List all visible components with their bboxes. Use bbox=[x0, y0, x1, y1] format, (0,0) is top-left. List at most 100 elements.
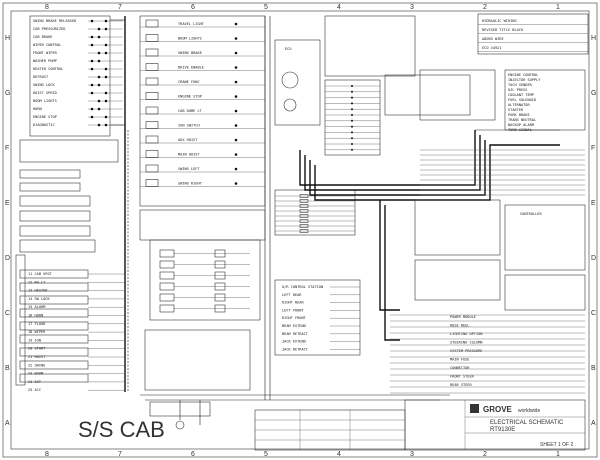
left-wire-label: 11 CAB SPOT bbox=[28, 272, 53, 276]
splice-dot bbox=[234, 95, 238, 98]
grid-column-label: 3 bbox=[410, 451, 414, 458]
splice-dot bbox=[234, 109, 238, 113]
contact-dot bbox=[104, 75, 108, 79]
relay-symbol bbox=[145, 164, 159, 173]
switch-contact-dots bbox=[88, 19, 123, 127]
relay-symbol bbox=[145, 92, 159, 100]
right-horizontal-wires bbox=[390, 149, 585, 394]
connector-pin bbox=[351, 143, 353, 145]
switch-label: WASHER PUMP bbox=[33, 59, 57, 63]
sheet-number: SHEET 1 OF 2 bbox=[540, 442, 573, 448]
contact-dot bbox=[97, 107, 101, 111]
controller-label: CONTROLLER bbox=[520, 212, 542, 216]
contact-dot bbox=[97, 27, 101, 31]
fuse-symbol bbox=[299, 204, 309, 208]
contact-dot bbox=[104, 51, 108, 55]
left-wire-label: 15 ALARM bbox=[28, 305, 46, 309]
right-lower-wire-label: STEERING COLUMN bbox=[450, 341, 482, 345]
revision-note: REVISED TITLE BLOCK bbox=[482, 28, 524, 32]
contact-dot bbox=[90, 67, 94, 71]
connector-pin bbox=[351, 148, 353, 151]
grid-row-label: E bbox=[591, 200, 596, 207]
grid-row-label: H bbox=[591, 35, 596, 42]
right-lower-wire-label: LIGHTING OPTION bbox=[450, 332, 482, 336]
center-wire-label: BOOM LIGHTS bbox=[178, 37, 202, 41]
ecu-box bbox=[274, 39, 321, 126]
relay-lower-symbols bbox=[159, 249, 250, 313]
grid-column-label: 4 bbox=[337, 451, 341, 458]
controller-box-1 bbox=[414, 199, 501, 256]
grid-column-label: 2 bbox=[483, 451, 487, 458]
right-wire-label: COOLANT TEMP bbox=[508, 93, 534, 97]
right-lower-wire-label: HOSE REEL bbox=[450, 324, 469, 328]
contact-dot bbox=[104, 115, 108, 119]
splice-dot bbox=[234, 51, 238, 55]
switch-label: WIPER CONTROL bbox=[33, 43, 61, 47]
contact-dot bbox=[90, 91, 94, 95]
main-harness bbox=[140, 129, 560, 401]
contact-dot bbox=[104, 123, 108, 127]
relay-symbol bbox=[159, 249, 175, 258]
fuse-symbol bbox=[299, 214, 309, 218]
left-wire-label: 16 HORN bbox=[28, 314, 43, 318]
right-wire-label: BACKUP ALARM bbox=[508, 123, 535, 127]
outrigger-wire-label: JACK RETRACT bbox=[282, 347, 309, 351]
doc-title-line-2: RT9130E bbox=[490, 427, 515, 433]
relay-symbol bbox=[159, 271, 175, 280]
grid-row-label: G bbox=[591, 90, 596, 97]
right-lower-wire-label: CONNECTOR bbox=[450, 366, 470, 370]
contact-dot bbox=[104, 67, 108, 71]
controller-box-2 bbox=[504, 204, 586, 271]
contact-dot bbox=[90, 59, 94, 63]
outrigger-wire-label: BEAM EXTEND bbox=[282, 324, 306, 328]
center-wire-label: SWING LEFT bbox=[178, 167, 200, 171]
switch-label: SWING BRAKE RELEASED bbox=[33, 19, 76, 23]
grid-column-label: 8 bbox=[45, 4, 49, 11]
left-wire-label: 21 HOIST bbox=[28, 355, 46, 359]
outrigger-wire-label: LEFT FRONT bbox=[282, 308, 304, 312]
relay-symbol bbox=[145, 77, 159, 86]
contact-dot bbox=[90, 83, 94, 87]
contact-dot bbox=[97, 35, 101, 39]
relay-symbol bbox=[145, 121, 159, 129]
relay-symbol bbox=[145, 135, 159, 144]
center-wire-label: IGN SWITCH bbox=[178, 124, 200, 128]
title-block: S/S CAB GROVE worldwide ELECTRICAL SCHEM… bbox=[78, 399, 586, 451]
grid-row-label: H bbox=[5, 35, 10, 42]
grid-column-label: 2 bbox=[483, 4, 487, 11]
grid-column-label: 5 bbox=[264, 4, 268, 11]
connector-pin bbox=[351, 119, 353, 122]
right-wire-label: TURN SIGNAL bbox=[508, 128, 532, 132]
relay-symbol bbox=[159, 282, 175, 291]
revision-note: ECO 44921 bbox=[482, 46, 501, 50]
grid-row-label: B bbox=[591, 365, 596, 372]
grid-row-label: G bbox=[5, 90, 10, 97]
splice-dot bbox=[234, 124, 238, 127]
relay-symbol bbox=[145, 63, 159, 71]
switch-label: HOIST SPEED bbox=[33, 91, 57, 95]
gauge-symbol bbox=[281, 71, 299, 89]
fuse-symbol bbox=[299, 194, 309, 198]
center-wire-label: TRAVEL LIGHT bbox=[178, 22, 205, 26]
grid-row-label: A bbox=[591, 420, 596, 427]
revision-note: HYDRAULIC WIRING bbox=[482, 19, 517, 23]
section-title: S/S CAB bbox=[78, 417, 165, 442]
right-lower-wire-label: FRONT STEER bbox=[450, 375, 475, 379]
splice-dot bbox=[234, 66, 238, 69]
switch-label: BOOM LIGHTS bbox=[33, 99, 57, 103]
grid-row-label: D bbox=[5, 255, 10, 262]
grid-column-label: 8 bbox=[45, 451, 49, 458]
fuse-symbol bbox=[299, 209, 309, 213]
relay-symbol bbox=[145, 150, 159, 158]
outrigger-wire-label: RIGHT FRONT bbox=[282, 316, 307, 320]
grid-row-label: C bbox=[591, 310, 596, 317]
splice-dot bbox=[234, 153, 238, 156]
grid-column-label: 6 bbox=[191, 4, 195, 11]
